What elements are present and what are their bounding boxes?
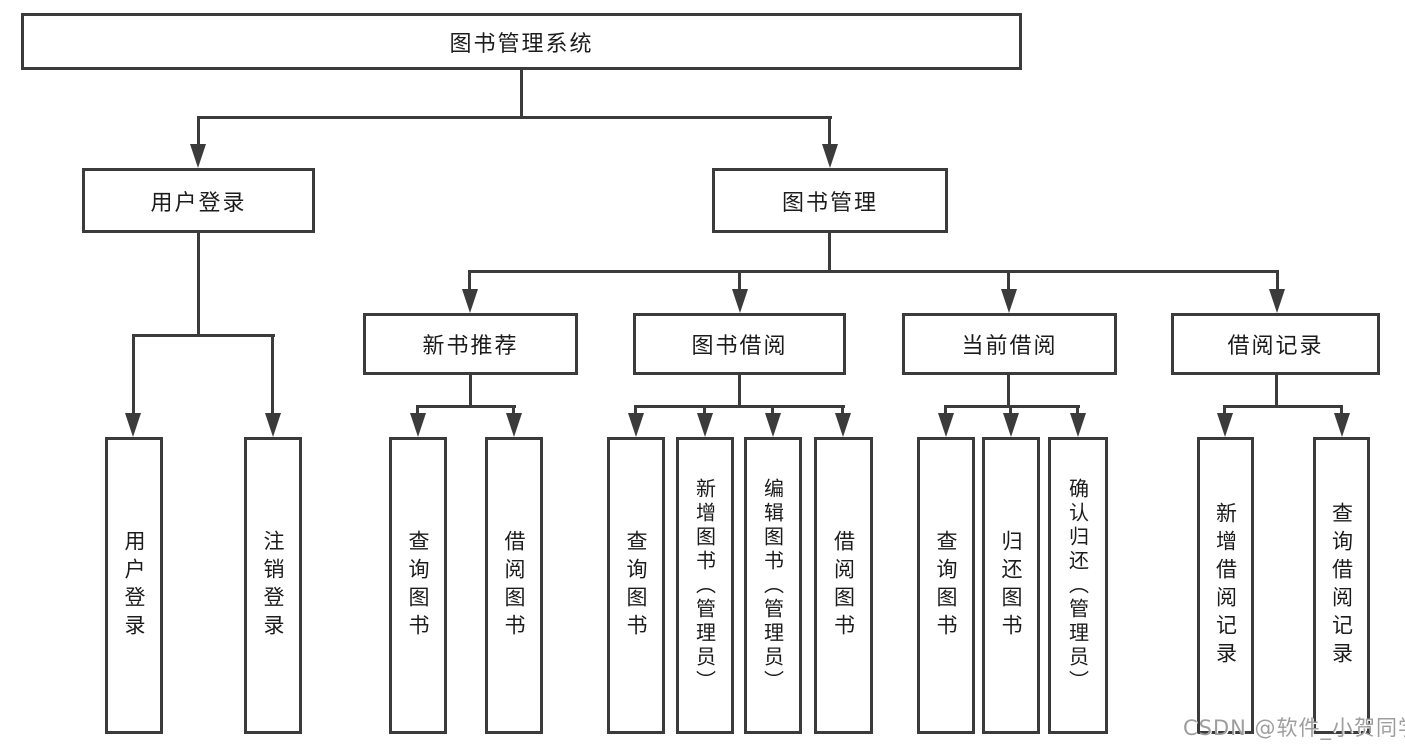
arrow-down-icon [506,413,522,437]
node-query-books-current: 查询图书 [917,437,975,734]
arrow-down-icon [265,413,281,437]
node-user-login: 用户登录 [82,168,315,233]
connector-drop-login-action [132,334,135,416]
arrow-down-icon [1217,413,1233,437]
node-borrow-books-recommend: 借阅图书 [485,437,543,734]
connector-current-crossbar [944,405,1080,408]
node-library-system: 图书管理系统 [21,13,1022,70]
arrow-down-icon [1003,413,1019,437]
arrow-down-icon [822,144,838,168]
connector-drop [1009,405,1012,417]
node-query-books-borrowing: 查询图书 [607,437,665,734]
connector-drop-logout-action [271,334,274,416]
connector-user-login-stem [197,231,200,337]
arrow-down-icon [462,289,478,313]
connector-drop [841,405,844,417]
connector-root-stem [520,69,523,119]
arrow-down-icon [628,413,644,437]
node-confirm-return-admin: 确认归还（管理员） [1048,437,1108,734]
node-user-login-action: 用户登录 [105,437,163,734]
connector-drop [944,405,947,417]
node-current-borrowing: 当前借阅 [902,313,1117,375]
node-add-book-admin: 新增图书（管理员） [676,437,734,734]
arrow-down-icon [190,144,206,168]
node-book-management: 图书管理 [712,168,948,233]
connector-drop [1340,405,1343,417]
connector-borrowing-crossbar [634,405,845,408]
node-book-borrowing: 图书借阅 [633,313,846,375]
connector-records-crossbar [1223,405,1343,408]
connector-drop [771,405,774,417]
arrow-down-icon [1334,413,1350,437]
node-borrow-books-borrowing: 借阅图书 [814,437,873,734]
connector-drop [1223,405,1226,417]
node-return-books: 归还图书 [982,437,1040,734]
arrow-down-icon [410,413,426,437]
arrow-down-icon [125,413,141,437]
arrow-down-icon [1070,413,1086,437]
connector-book-management-stem [828,231,831,273]
node-new-book-recommend: 新书推荐 [363,313,578,375]
arrow-down-icon [1269,289,1285,313]
arrow-down-icon [697,413,713,437]
connector-user-login-crossbar [132,334,275,337]
node-query-borrow-record: 查询借阅记录 [1313,437,1370,734]
arrow-down-icon [835,413,851,437]
connector-drop-book-borrowing [738,270,741,294]
node-edit-book-admin: 编辑图书（管理员） [744,437,802,734]
csdn-watermark: CSDN @软件_小贺同学 [1183,716,1405,740]
arrow-down-icon [1001,289,1017,313]
connector-recommend-stem [469,373,472,408]
arrow-down-icon [732,289,748,313]
connector-borrowing-stem [738,373,741,408]
connector-current-stem [1007,373,1010,408]
connector-records-stem [1275,373,1278,408]
node-query-books-recommend: 查询图书 [389,437,447,734]
node-add-borrow-record: 新增借阅记录 [1197,437,1254,734]
connector-drop-current-borrowing [1007,270,1010,294]
connector-drop [703,405,706,417]
connector-book-management-crossbar [468,270,1279,273]
connector-drop [512,405,515,417]
connector-root-crossbar [197,116,832,119]
connector-drop [1076,405,1079,417]
connector-drop [634,405,637,417]
arrow-down-icon [938,413,954,437]
connector-drop-book-management [828,116,831,148]
arrow-down-icon [765,413,781,437]
connector-recommend-crossbar [416,405,516,408]
node-borrowing-records: 借阅记录 [1171,313,1380,375]
connector-drop [416,405,419,417]
connector-drop-borrowing-records [1276,270,1279,294]
connector-drop-new-book-recommend [468,270,471,294]
node-logout-action: 注销登录 [244,437,302,734]
connector-drop-user-login [197,116,200,148]
